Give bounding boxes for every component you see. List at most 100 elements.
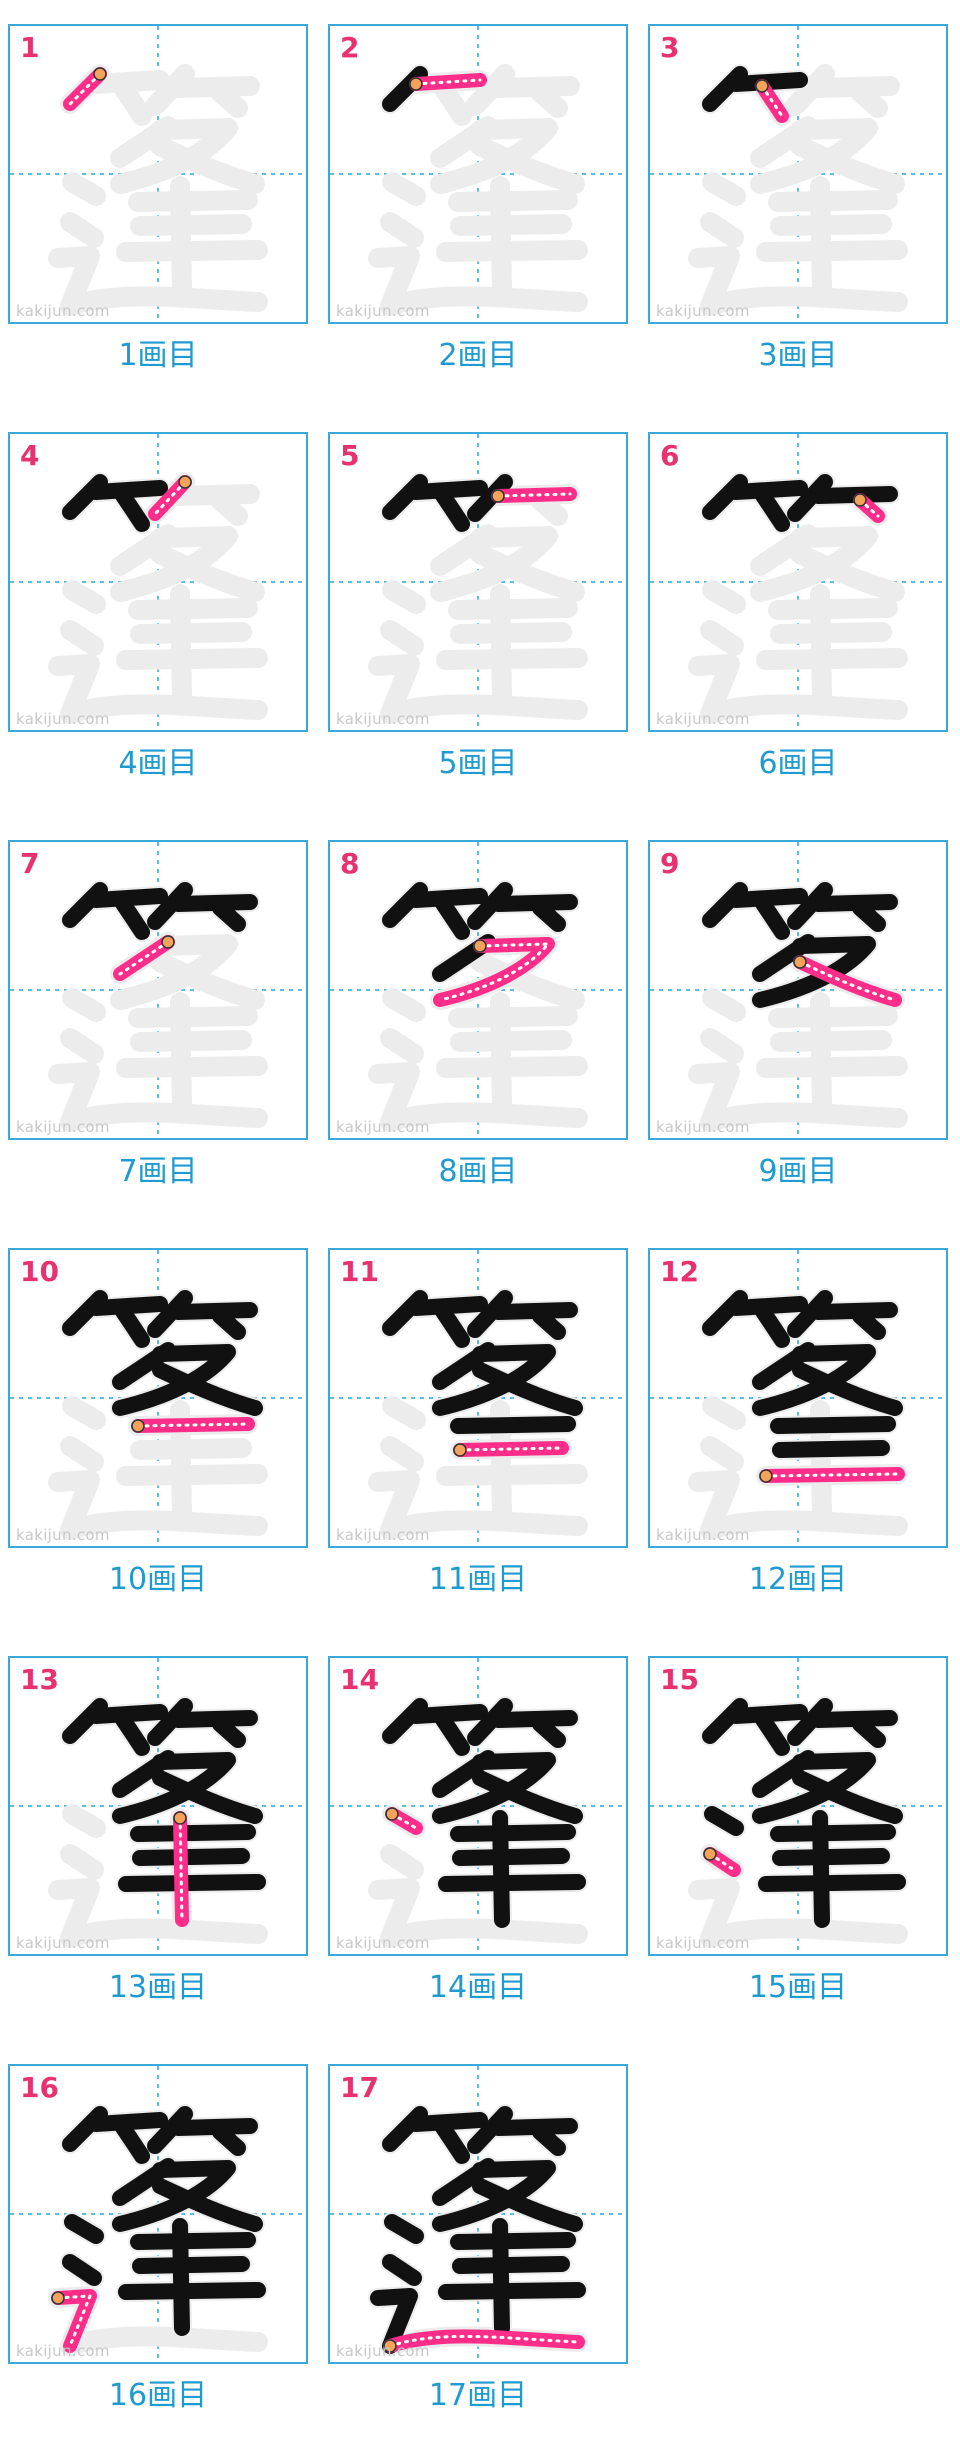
completed-stroke [810, 486, 898, 504]
completed-stroke [147, 1698, 193, 1746]
watermark: kakijun.com [336, 1934, 430, 1952]
ghost-stroke [700, 694, 908, 724]
completed-stroke [147, 882, 193, 930]
completed-stroke [172, 2218, 190, 2336]
completed-stroke [212, 1716, 246, 1748]
ghost-stroke [436, 1464, 588, 1486]
watermark: kakijun.com [16, 1934, 110, 1952]
completed-stroke [770, 1824, 896, 1842]
stroke-start-point [161, 935, 175, 949]
current-stroke-guide [68, 72, 102, 106]
stroke-diagram [330, 26, 626, 322]
step-caption: 17画目 [428, 2378, 528, 2413]
completed-stroke [132, 2256, 250, 2274]
stroke-start-point [473, 939, 487, 953]
ghost-stroke [448, 598, 578, 620]
stroke-diagram [10, 1658, 306, 1954]
ghost-stroke [380, 1918, 588, 1948]
ghost-stroke [116, 240, 268, 262]
watermark: kakijun.com [336, 710, 430, 728]
ghost-stroke [116, 1464, 268, 1486]
ghost-stroke [770, 214, 892, 236]
stroke-diagram [10, 26, 306, 322]
completed-stroke [434, 894, 470, 940]
stroke-diagram [10, 842, 306, 1138]
completed-stroke [450, 2232, 576, 2250]
ghost-stroke [448, 190, 578, 212]
ghost-stroke [380, 1028, 424, 1064]
ghost-stroke [448, 1006, 578, 1028]
step-caption: 10画目 [108, 1562, 208, 1597]
current-stroke-guide [390, 1812, 418, 1830]
completed-stroke [787, 474, 833, 522]
ghost-stroke [380, 1436, 424, 1472]
completed-stroke [467, 1698, 513, 1746]
completed-stroke [452, 1848, 570, 1866]
completed-stroke [64, 2214, 104, 2244]
completed-stroke [114, 894, 150, 940]
completed-stroke [114, 2118, 150, 2164]
ghost-stroke [60, 1510, 268, 1540]
ghost-stroke [436, 240, 588, 262]
ghost-stroke [170, 584, 192, 706]
ghost-stroke [702, 988, 746, 1022]
step-number: 7 [20, 847, 40, 880]
completed-stroke [492, 1810, 510, 1928]
completed-stroke [812, 1810, 830, 1928]
ghost-stroke [790, 136, 905, 194]
completed-stroke [472, 1362, 583, 1416]
step-caption: 3画目 [758, 338, 838, 373]
completed-stroke [382, 2254, 422, 2286]
ghost-stroke [116, 1056, 268, 1078]
step-caption: 14画目 [428, 1970, 528, 2005]
completed-stroke [852, 1716, 886, 1748]
ghost-stroke [382, 172, 426, 206]
step-number: 3 [660, 31, 680, 64]
ghost-stroke [130, 1438, 252, 1460]
watermark: kakijun.com [656, 1526, 750, 1544]
stroke-start-point [409, 77, 423, 91]
ghost-stroke [470, 952, 585, 1010]
ghost-stroke [130, 214, 252, 236]
completed-stroke [467, 474, 513, 522]
ghost-stroke [368, 654, 420, 724]
ghost-stroke [756, 240, 908, 262]
ghost-stroke [48, 654, 100, 724]
completed-stroke [434, 486, 470, 532]
stroke-diagram [650, 26, 946, 322]
ghost-stroke [768, 598, 898, 620]
completed-stroke [152, 2178, 263, 2232]
completed-stroke [467, 882, 513, 930]
completed-stroke [787, 1698, 833, 1746]
completed-stroke [532, 900, 566, 932]
completed-stroke [754, 1302, 790, 1348]
ghost-stroke [530, 490, 568, 526]
watermark: kakijun.com [16, 2342, 110, 2360]
stroke-start-point [93, 67, 107, 81]
stroke-diagram [650, 842, 946, 1138]
completed-stroke [438, 2282, 586, 2300]
step-caption: 9画目 [758, 1154, 838, 1189]
ghost-stroke [470, 544, 585, 602]
ghost-stroke [128, 190, 258, 212]
completed-stroke [114, 1302, 150, 1348]
ghost-stroke [702, 172, 746, 206]
completed-stroke [852, 900, 886, 932]
completed-stroke [62, 2254, 102, 2286]
ghost-stroke [60, 1102, 268, 1132]
ghost-stroke [810, 992, 832, 1114]
step-number: 11 [340, 1255, 379, 1288]
ghost-stroke [210, 82, 248, 118]
